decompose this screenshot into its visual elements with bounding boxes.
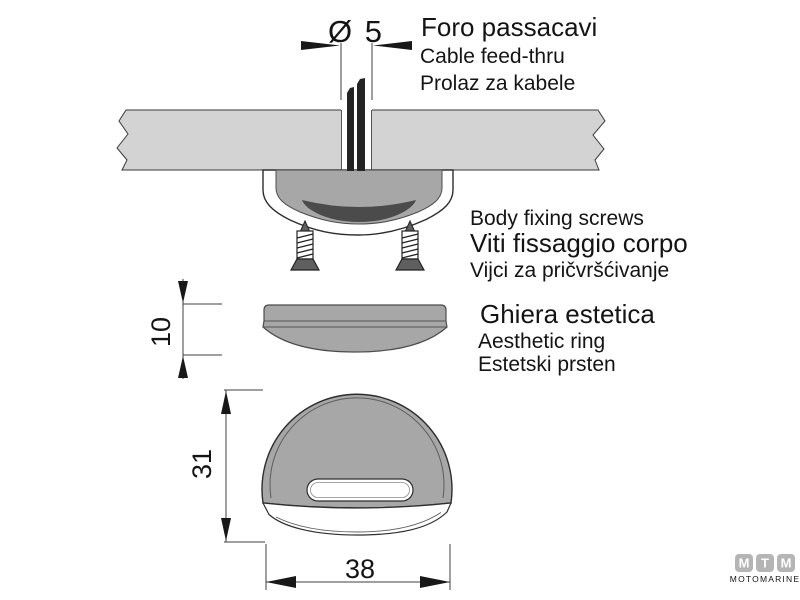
label-aesthetic-ring: Ghiera estetica Aesthetic ring Estetski … [478, 299, 655, 376]
arrow-down-icon [221, 518, 231, 541]
label-feedthru-it: Foro passacavi [421, 12, 597, 42]
logo-letter-2: T [761, 556, 769, 571]
label-feedthru-en: Cable feed-thru [420, 45, 565, 68]
ring-thickness-value: 10 [146, 317, 176, 347]
screw-head [289, 258, 321, 271]
mtm-logo: M T M MOTOMARINE [730, 554, 800, 584]
arrow-right-icon [420, 576, 450, 588]
dimension-ring-thickness: 10 [146, 279, 222, 379]
label-feedthru-hr: Prolaz za kabele [420, 72, 575, 95]
label-screws-en: Body fixing screws [470, 207, 644, 230]
body-height-value: 31 [187, 449, 217, 479]
label-fixing-screws: Body fixing screws Viti fissaggio corpo … [470, 207, 688, 282]
label-cable-feedthru: Foro passacavi Cable feed-thru Prolaz za… [420, 12, 597, 95]
logo-name: MOTOMARINE [730, 574, 800, 584]
body-gasket-band [302, 200, 416, 222]
screw-threads [296, 233, 314, 259]
label-ring-it: Ghiera estetica [480, 299, 655, 329]
logo-letter-3: M [781, 556, 792, 571]
ring-body [262, 304, 448, 353]
logo-letter-1: M [739, 556, 750, 571]
label-ring-en: Aesthetic ring [478, 330, 605, 353]
hole-diameter-value: Ø 5 [328, 14, 384, 49]
arrow-up-icon [178, 356, 188, 378]
ring-front-inner-line [275, 512, 442, 533]
cable-wire-left [347, 87, 354, 171]
label-screws-it: Viti fissaggio corpo [470, 228, 688, 258]
fixing-screw-left [289, 219, 321, 271]
cable-slot-inner-line [310, 482, 410, 498]
front-dome-inner-line [269, 397, 445, 499]
fixing-screw-right [394, 219, 426, 271]
dimension-body-width: 38 [265, 544, 451, 590]
arrow-down-icon [178, 281, 188, 303]
logo-box-2 [756, 554, 774, 572]
aesthetic-ring-side-view [262, 304, 448, 353]
panel-hole [341, 108, 372, 171]
logo-box-3 [777, 554, 795, 572]
arrow-up-icon [221, 391, 231, 414]
body-width-value: 38 [345, 554, 375, 584]
label-ring-hr: Estetski prsten [478, 353, 616, 376]
arrow-right-icon [373, 41, 412, 50]
label-screws-hr: Vijci za pričvršćivanje [470, 259, 669, 282]
logo-box-1 [735, 554, 753, 572]
screw-head [394, 258, 426, 271]
arrow-left-icon [301, 41, 340, 50]
cable-slot [306, 478, 414, 502]
cable-wire-right [357, 78, 365, 171]
dimension-hole-diameter: Ø 5 [301, 14, 412, 100]
body-front-view [261, 393, 453, 536]
dimension-body-height: 31 [187, 389, 265, 543]
screw-threads [401, 233, 419, 259]
ring-front-view [261, 502, 452, 536]
arrow-left-icon [266, 576, 296, 588]
